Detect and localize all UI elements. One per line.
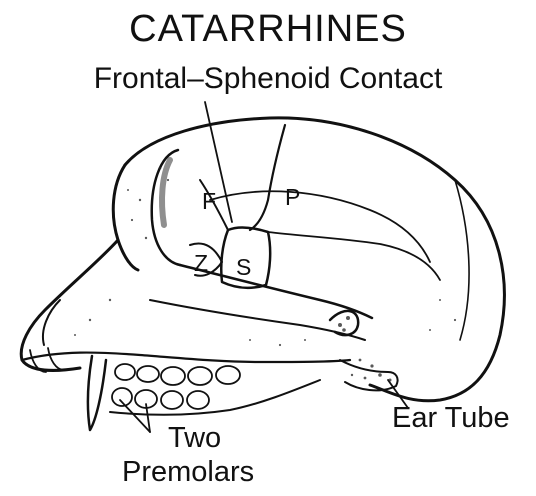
- brow-ridge: [113, 165, 138, 270]
- coronal-suture: [250, 125, 285, 230]
- premolars-label: Premolars: [122, 458, 254, 487]
- frontal-bone-label: F: [202, 190, 216, 213]
- ear-tube-label: Ear Tube: [392, 404, 510, 433]
- frontal-sphenoid-contact-label: Frontal–Sphenoid Contact: [0, 64, 536, 94]
- canine-tooth: [88, 356, 106, 430]
- diagram-title: CATARRHINES: [0, 10, 536, 48]
- stipple-shading: [74, 167, 456, 382]
- snout-outline: [21, 240, 118, 370]
- zygomatic-bone-label: Z: [194, 252, 208, 275]
- orbit-fill-shade: [162, 160, 170, 225]
- mandible-outline: [110, 380, 320, 415]
- nasal-aperture: [43, 300, 60, 345]
- tooth-row: [112, 364, 240, 409]
- sphenoid-bone-label: S: [236, 256, 251, 279]
- parietal-bone-label: P: [285, 186, 300, 209]
- two-label: Two: [168, 424, 221, 453]
- maxilla-outline: [22, 353, 350, 362]
